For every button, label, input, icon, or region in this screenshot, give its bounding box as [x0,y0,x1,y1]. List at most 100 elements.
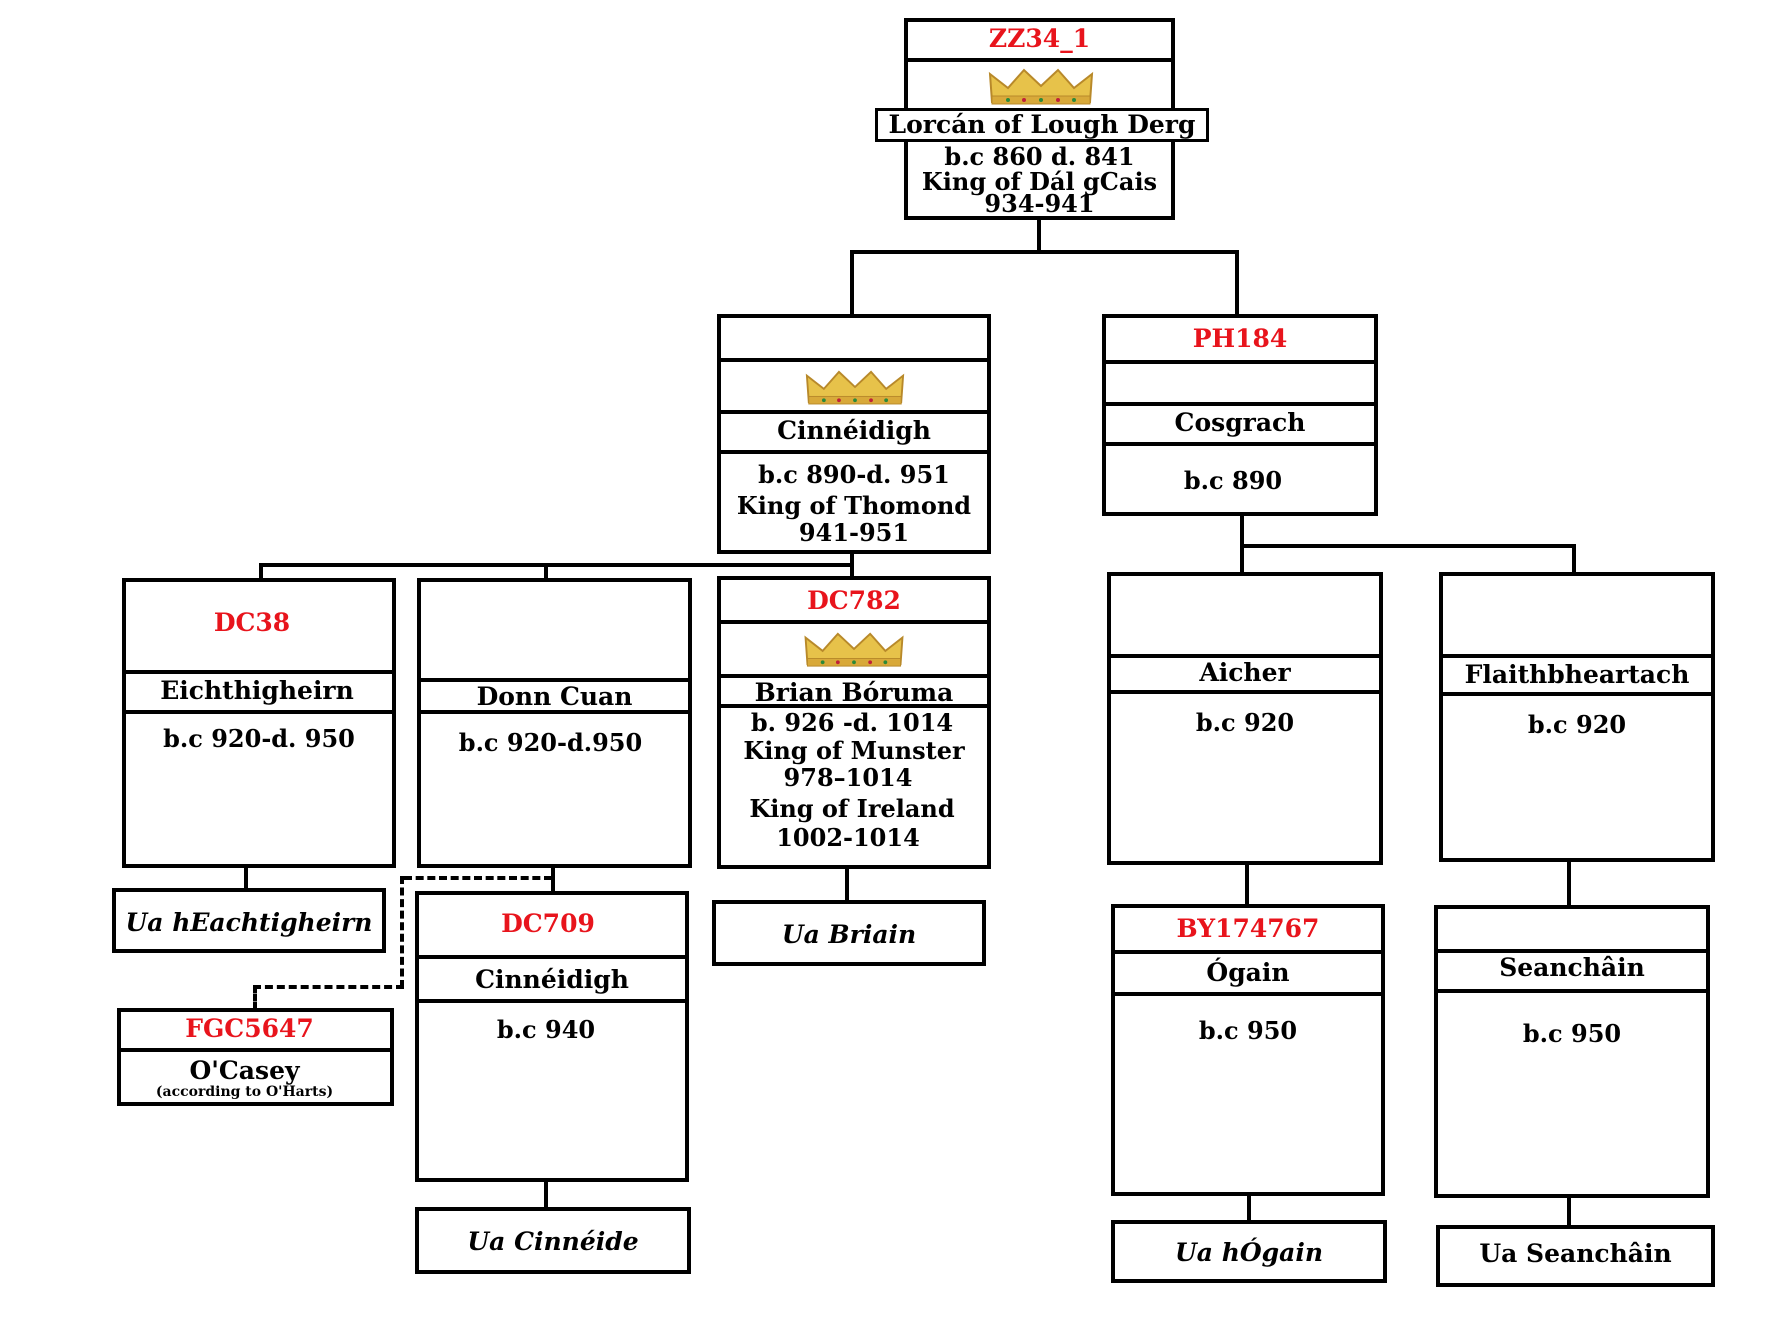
connector-seanchain-down [1567,1195,1571,1225]
birth-death: b.c 920-d. 950 [163,724,355,753]
divider [1443,692,1711,696]
title-line: King of Munster [743,736,965,765]
connector-brian-down [845,865,849,901]
birth-death: b.c 860 d. 841 [944,142,1135,171]
birth-death: b.c 890 [1183,466,1283,495]
divider [126,710,392,714]
node-flaithbheartach: Flaithbheartach b.c 920 [1439,572,1715,862]
crown-icon [805,370,905,405]
node-cinneidigh-dc709: DC709 Cinnéidigh b.c 940 [415,891,689,1182]
name-label: Aicher [1199,658,1291,687]
connector-dc709-down [544,1180,548,1207]
crown-icon [804,632,904,667]
divider [419,999,685,1003]
connector-to-cosgrach [1235,250,1239,314]
name-label: Seanchâin [1499,953,1645,982]
divider [1443,654,1711,658]
haplogroup-label: DC38 [213,608,291,637]
name-label: Donn Cuan [476,682,633,711]
crown-icon [988,68,1094,105]
divider [1106,442,1374,446]
divider [1111,690,1379,694]
divider [721,358,987,362]
name-label: O'Casey [189,1056,300,1085]
birth-death: b.c 890-d. 951 [758,460,950,489]
connector-cinneidigh-bar [259,563,854,567]
surname-ua-briain: Ua Briain [712,900,986,966]
name-label: Brian Bóruma [754,678,954,707]
connector-to-cinneidigh [850,250,854,314]
divider [1106,360,1374,364]
surname-ua-hogain: Ua hÓgain [1111,1220,1387,1283]
surname-label: Ua hEachtigheirn [125,908,373,937]
name-label: Ógain [1206,958,1290,987]
divider [721,674,987,678]
name-label: Lorcán of Lough Derg [875,108,1209,142]
dashed-connector-vertical [400,876,404,988]
reign-years-2: 1002-1014 [776,823,920,852]
divider [1115,950,1381,954]
connector-root-bar [850,250,1239,254]
node-donncuan: Donn Cuan b.c 920-d.950 [417,578,692,868]
node-seanchain: Seanchâin b.c 950 [1434,905,1710,1198]
surname-ua-cinneide: Ua Cinnéide [415,1207,691,1274]
surname-label: Ua Seanchâin [1479,1239,1672,1268]
name-label: Flaithbheartach [1464,660,1690,689]
haplogroup-label: BY174767 [1176,914,1320,943]
name-label: Cosgrach [1174,408,1306,437]
divider [121,1048,390,1052]
divider [908,58,1171,62]
surname-label: Ua hÓgain [1174,1238,1323,1267]
divider [1115,992,1381,996]
divider [1106,402,1374,406]
surname-ua-seanchain: Ua Seanchâin [1436,1225,1715,1287]
haplogroup-label: DC782 [807,586,901,615]
connector-eichthigheirn-down [244,864,248,888]
connector-to-donncuan [544,563,548,578]
dashed-connector-down [253,985,257,1010]
birth-death: b.c 950 [1198,1016,1298,1045]
connector-root-down [1037,220,1041,252]
connector-to-flaithbheartach [1572,544,1576,572]
title-line: King of Thomond [736,491,972,520]
divider [1438,989,1706,993]
surname-label: Ua Cinnéide [467,1227,639,1256]
divider [1438,949,1706,953]
haplogroup-label: PH184 [1192,324,1288,353]
connector-cosgrach-down [1240,512,1244,572]
title-line-2: King of Ireland [749,794,955,823]
birth-death: b.c 920 [1527,710,1627,739]
node-lorcan: ZZ34_1 Lorcán of Lough Derg b.c 860 d. 8… [875,18,1209,220]
reign-years: 941-951 [798,518,910,547]
birth-death: b.c 920-d.950 [458,728,643,757]
haplogroup-label: ZZ34_1 [988,24,1091,53]
haplogroup-label: FGC5647 [185,1014,314,1043]
name-label: Cinnéidigh [777,416,931,445]
divider [721,620,987,624]
connector-donncuan-down [551,864,555,891]
divider [419,955,685,959]
connector-aicher-down [1245,861,1249,904]
divider [1111,654,1379,658]
connector-cosgrach-bar [1240,544,1576,548]
divider [421,710,688,714]
connector-to-eichthigheirn [259,563,263,578]
name-label: Cinnéidigh [475,965,629,994]
name-label: Eichthigheirn [160,676,354,705]
node-brian: DC782 Brian Bóruma b. 926 -d. 1014 King … [717,576,991,869]
divider [721,410,987,414]
birth-death: b.c 920 [1195,708,1295,737]
connector-flaith-down [1567,858,1571,906]
divider [421,678,688,682]
node-cosgrach: PH184 Cosgrach b.c 890 [1102,314,1378,516]
haplogroup-label: DC709 [501,909,595,938]
surname-label: Ua Briain [781,920,917,949]
reign-years: 934-941 [984,189,1095,218]
divider [126,670,392,674]
dashed-connector-bottom [253,985,404,989]
title-line: King of Dál gCais [921,167,1158,196]
birth-death: b.c 950 [1522,1019,1622,1048]
node-cinneidigh: Cinnéidigh b.c 890-d. 951 King of Thomon… [717,314,991,554]
dashed-connector-top [404,876,552,880]
node-ogain: BY174767 Ógain b.c 950 [1111,904,1385,1196]
